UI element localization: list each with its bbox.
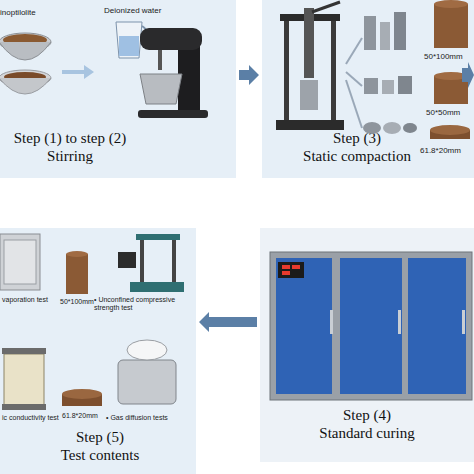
annotation: 50*100mm — [424, 52, 474, 61]
small-arrow — [62, 65, 94, 79]
specimen-top — [62, 389, 102, 399]
mould — [300, 80, 318, 110]
controller — [118, 252, 136, 268]
step-name: Stirring — [0, 147, 145, 165]
press-base — [276, 120, 344, 130]
specimen — [434, 4, 468, 48]
specimen-top — [430, 125, 470, 135]
water — [119, 36, 139, 56]
permeameter-base — [2, 404, 46, 410]
permeameter — [4, 354, 44, 406]
bowl — [0, 78, 51, 94]
press-ram — [304, 8, 314, 78]
specimen-top — [66, 251, 88, 257]
press-post — [331, 21, 336, 121]
loading-frame — [172, 236, 176, 284]
press-handle — [312, 2, 340, 12]
mixer-head — [140, 28, 202, 50]
permeameter-cap — [2, 348, 46, 354]
loading-frame — [136, 234, 180, 240]
outgoing-arrow — [462, 62, 474, 88]
bowl — [0, 42, 51, 60]
mixer-base — [138, 110, 208, 118]
beater — [158, 50, 162, 70]
step-number: Step (3) — [262, 129, 452, 147]
press-post — [284, 21, 289, 121]
step-number: Step (4) — [277, 406, 457, 424]
flow-arrow — [199, 312, 257, 332]
annotation: vaporation test — [2, 296, 62, 304]
specimen-top — [434, 0, 468, 8]
annotation: 61.8*20mm — [420, 146, 474, 155]
pointer — [346, 80, 362, 128]
cabinet-door — [276, 258, 332, 394]
pointer — [346, 38, 362, 64]
display — [282, 271, 290, 275]
door-handle — [330, 310, 333, 334]
step-number: Step (1) to step (2) — [0, 129, 145, 147]
annotation: ic conductivity test — [2, 414, 62, 422]
annotation: inoptilolite — [0, 8, 70, 17]
display — [292, 265, 300, 269]
annotation: • Unconfined compressive strength test — [94, 296, 194, 312]
cabinet-door — [408, 258, 466, 394]
step-caption: Step (1) to step (2)Stirring — [0, 129, 145, 165]
control-panel — [278, 262, 304, 278]
annotation: Deionized water — [104, 6, 184, 15]
oven — [0, 234, 40, 290]
mould-part — [398, 76, 412, 94]
step-name: Test contents — [25, 446, 175, 464]
chamber-lid — [127, 340, 167, 360]
door-handle — [398, 310, 401, 334]
cabinet-door — [340, 258, 402, 394]
step-caption: Step (5)Test contents — [25, 428, 175, 464]
display — [282, 265, 290, 269]
mould-part — [382, 80, 394, 94]
specimen — [66, 254, 88, 294]
oven-door — [4, 240, 36, 284]
pointer — [346, 72, 362, 86]
step-name: Standard curing — [277, 424, 457, 442]
mould-part — [380, 22, 390, 50]
machine-base — [130, 282, 184, 292]
annotation: 50*50mm — [426, 108, 474, 117]
door-handle — [462, 310, 465, 334]
step-caption: Step (4)Standard curing — [277, 406, 457, 442]
mould-part — [363, 122, 381, 134]
mould-part — [383, 122, 401, 134]
step-number: Step (5) — [25, 428, 175, 446]
diffusion-chamber — [118, 360, 176, 404]
curing-cabinet — [270, 252, 472, 400]
mould-part — [394, 12, 406, 50]
mould-part — [364, 78, 378, 94]
loading-frame — [140, 236, 144, 284]
mould-part — [364, 16, 376, 50]
annotation: • Gas diffusion tests — [106, 414, 192, 422]
pitcher — [116, 22, 142, 58]
mixer-bowl — [140, 74, 182, 104]
annotation: 61.8*20mm — [62, 412, 104, 420]
mould-part — [403, 123, 417, 133]
annotation: 50*100mm — [60, 298, 100, 306]
flow-arrow — [239, 65, 259, 85]
